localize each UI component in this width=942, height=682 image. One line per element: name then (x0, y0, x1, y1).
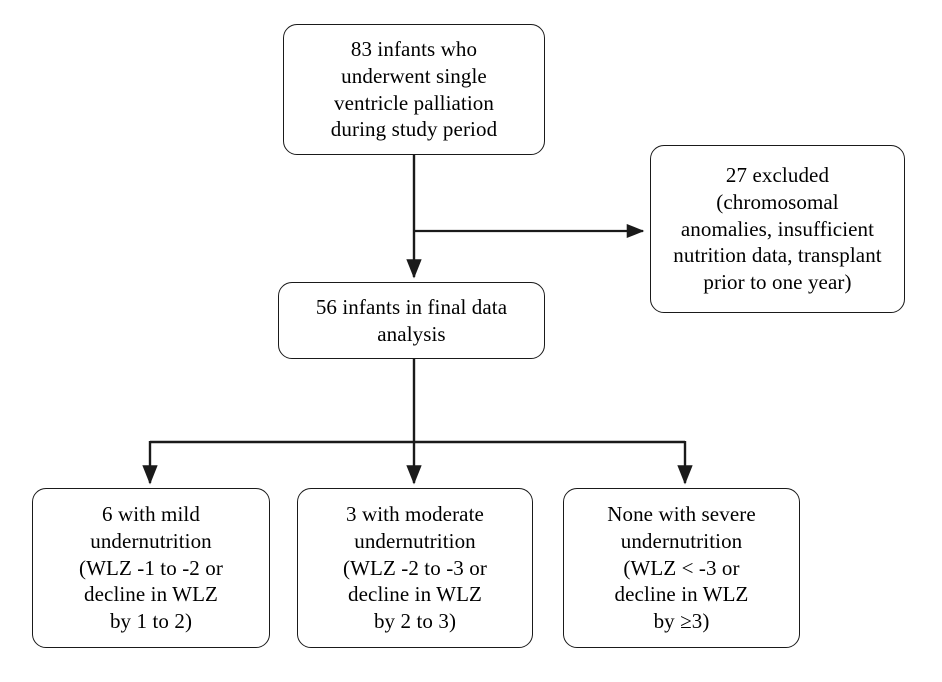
node-enrolled-infants-label: 83 infants who underwent single ventricl… (330, 36, 498, 142)
node-excluded-infants: 27 excluded (chromosomal anomalies, insu… (650, 145, 905, 313)
node-mild-undernutrition: 6 with mild undernutrition (WLZ -1 to -2… (32, 488, 270, 648)
node-excluded-infants-label: 27 excluded (chromosomal anomalies, insu… (673, 162, 882, 295)
node-mild-undernutrition-label: 6 with mild undernutrition (WLZ -1 to -2… (79, 501, 223, 634)
node-severe-undernutrition: None with severe undernutrition (WLZ < -… (563, 488, 800, 648)
node-severe-undernutrition-label: None with severe undernutrition (WLZ < -… (607, 501, 756, 634)
node-enrolled-infants: 83 infants who underwent single ventricl… (283, 24, 545, 155)
node-moderate-undernutrition: 3 with moderate undernutrition (WLZ -2 t… (297, 488, 533, 648)
node-moderate-undernutrition-label: 3 with moderate undernutrition (WLZ -2 t… (343, 501, 487, 634)
node-final-analysis: 56 infants in final data analysis (278, 282, 545, 359)
node-final-analysis-label: 56 infants in final data analysis (315, 294, 508, 346)
